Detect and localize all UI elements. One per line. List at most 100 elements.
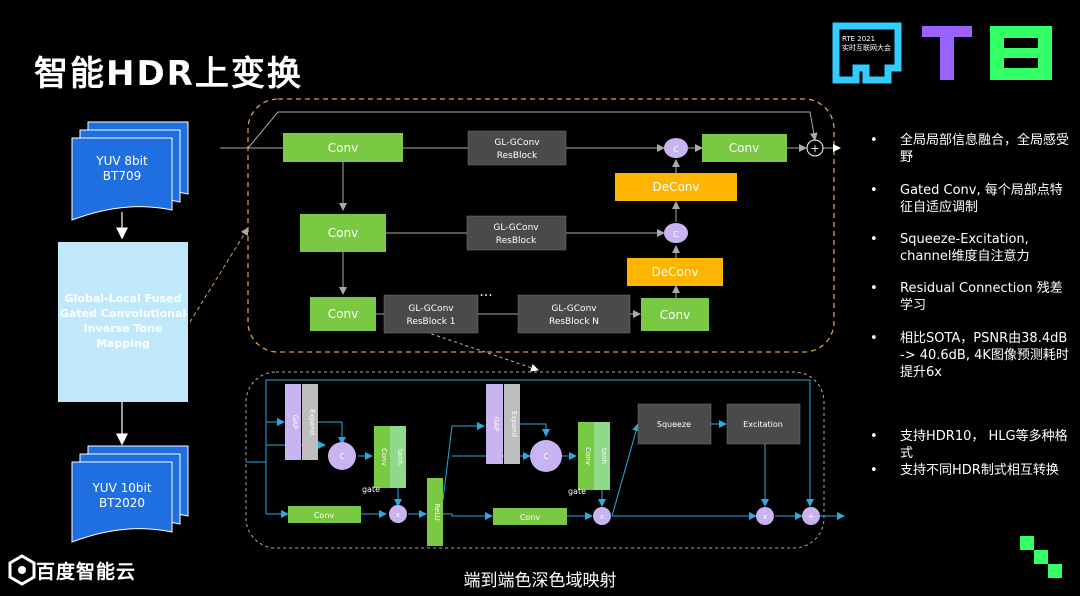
- unet-conv-out-label: Conv: [729, 141, 759, 155]
- squeeze-label: Squeeze: [657, 420, 691, 429]
- block-mult-1-label: x: [396, 511, 400, 519]
- bullet-dot: •: [870, 183, 878, 198]
- relu-to-conv2: [443, 512, 493, 520]
- block-dashed-frame: [245, 371, 825, 549]
- unet-conv-out: [702, 134, 787, 162]
- unet-glgconv-2-sub: ResBlock: [496, 236, 537, 246]
- feature-text: 支持HDR10， HLG等多种格式: [900, 429, 1068, 461]
- center-label-1: Global-Local Fused: [65, 292, 182, 305]
- block-add: [802, 507, 820, 525]
- relu: [427, 478, 443, 546]
- bullet-dot: •: [870, 429, 878, 444]
- expand1-to-c1: [318, 421, 346, 445]
- feature-text: Squeeze-Excitation, channel维度自注意力: [900, 232, 1030, 264]
- gap-1-label: GAP: [291, 415, 299, 429]
- unet-conv-4-label: Conv: [660, 308, 690, 322]
- bullet-dot: •: [870, 331, 878, 346]
- gap-2-label: GAP: [492, 417, 500, 431]
- bullet-dot: •: [870, 463, 878, 478]
- unet-glgconv-2-title: GL-GConv: [493, 223, 539, 233]
- gate-conv-1: [374, 426, 390, 488]
- logo-letter-e: [990, 26, 1052, 80]
- zoom-connector-bottom: [419, 329, 539, 372]
- bullet-dot: •: [870, 281, 878, 296]
- unet-glgconv-res1: [383, 294, 479, 334]
- gate-conv-2: [578, 422, 594, 490]
- x2-to-squeeze: [611, 423, 640, 517]
- expand-1-label: Expand: [308, 409, 316, 435]
- center-label-3: Inverse Tone: [84, 322, 163, 335]
- center-label-4: Mapping: [96, 337, 150, 350]
- tanh-1: [390, 426, 406, 488]
- gate-conv-1-label: Conv: [380, 448, 388, 466]
- relu-to-gap2: [442, 422, 485, 501]
- logo-small-1: RTE 2021: [842, 35, 875, 43]
- relu-label: ReLU: [433, 503, 441, 521]
- rte-logo: RTE 2021 实时互联网大会: [832, 22, 1052, 84]
- unet-concat-2-label: C: [673, 230, 679, 239]
- block-mult-2: [593, 507, 611, 525]
- unet-glgconv-1-sub: ResBlock: [497, 151, 538, 161]
- unet-concat-2: [664, 223, 688, 243]
- block-mult-1: [389, 505, 407, 523]
- block-conv-2-label: Conv: [520, 513, 541, 522]
- expand-2: [504, 384, 520, 464]
- slide-title: 智能HDR上变换: [34, 54, 303, 94]
- unet-glgconv-resn-sub: ResBlock N: [549, 317, 599, 327]
- pixel-decoration: [1020, 536, 1062, 578]
- unet-dashed-frame: [247, 98, 835, 353]
- bullet-dot: •: [870, 232, 878, 247]
- input-label-2: BT709: [103, 169, 141, 183]
- unet-deconv-2-label: DeConv: [651, 265, 698, 279]
- block-conv-2: [493, 508, 567, 525]
- unet-conv-4: [641, 298, 709, 331]
- unet-glgconv-1: [467, 130, 567, 166]
- block-mult-2-label: x: [600, 513, 604, 521]
- input-yuv8-doc-icon: [71, 121, 189, 221]
- unet-concat-1: [664, 138, 688, 158]
- zoom-connector-top: [189, 227, 249, 323]
- feature-text: Residual Connection 残差学习: [900, 281, 1063, 313]
- expand-2-label: Expand: [510, 411, 518, 437]
- unet-conv-1-label: Conv: [328, 141, 358, 155]
- output-yuv10-doc-icon: [71, 445, 189, 543]
- unet-concat-1-label: C: [673, 145, 679, 154]
- unet-glgconv-res1-title: GL-GConv: [408, 304, 454, 314]
- unet-deconv-1: [615, 173, 737, 201]
- bullet-dot: •: [870, 133, 878, 148]
- unet-conv-2: [300, 214, 386, 252]
- excitation-box: [726, 403, 801, 445]
- output-label-2: BT2020: [99, 496, 145, 510]
- gate-2-label: gate: [568, 487, 586, 496]
- squeeze-box: [637, 403, 712, 445]
- unet-glgconv-res1-sub: ResBlock 1: [406, 317, 455, 327]
- unet-residual-add-label: +: [810, 142, 819, 155]
- unet-glgconv-resn: [517, 294, 631, 334]
- block-concat-1-label: C: [339, 452, 345, 461]
- unet-residual-add: [806, 139, 824, 157]
- logo-letter-t-stem: [940, 26, 954, 80]
- gap-1: [285, 384, 301, 460]
- tanh-2-label: tanh: [600, 448, 608, 464]
- block-residual-line: [246, 379, 814, 507]
- feature-text: 支持不同HDR制式相互转换: [900, 463, 1059, 478]
- unet-glgconv-2: [466, 215, 567, 251]
- unet-glgconv-1-title: GL-GConv: [494, 138, 540, 148]
- center-model-box: [58, 242, 188, 402]
- tanh-1-label: tanh: [396, 449, 404, 465]
- unet-deconv-2: [627, 258, 723, 286]
- gate-1-label: gate: [362, 485, 380, 494]
- logo-letter-r: [832, 22, 902, 84]
- unet-conv-1: [283, 133, 403, 162]
- output-label-1: YUV 10bit: [91, 481, 151, 495]
- block-concat-2: [530, 440, 562, 472]
- brand-name: 百度智能云: [36, 561, 137, 583]
- block-concat-2-label: C: [543, 452, 549, 461]
- unet-conv-2-label: Conv: [328, 226, 358, 240]
- unet-deconv-1-label: DeConv: [652, 180, 699, 194]
- feature-text: 全局局部信息融合，全局感受野: [900, 133, 1070, 165]
- center-label-2: Gated Convolutional: [60, 307, 186, 320]
- block-mult-3-label: x: [763, 513, 767, 521]
- unet-conv-3: [310, 297, 376, 331]
